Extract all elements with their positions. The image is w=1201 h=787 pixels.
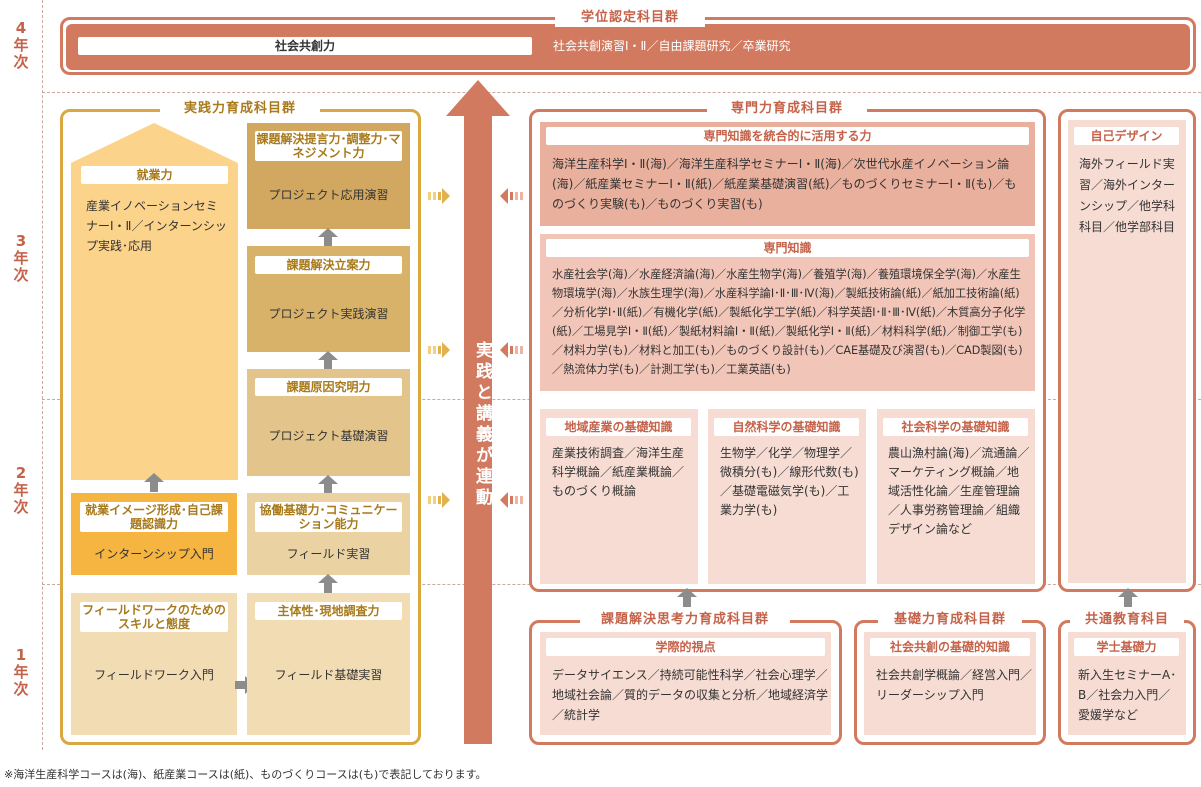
- year-divider-4-3: [42, 92, 1201, 93]
- employ-text: 産業イノベーションセミナーⅠ・Ⅱ／インターンシップ実践･応用: [86, 199, 227, 253]
- self-text: 海外フィールド実習／海外インターンシップ／他学科科目／他学部科目: [1079, 157, 1176, 234]
- up-arrow-icon: [144, 473, 164, 482]
- integrate-text: 海洋生産科学Ⅰ・Ⅱ(海)／海洋生産科学セミナーⅠ・Ⅱ(海)／次世代水産イノベーシ…: [552, 157, 1017, 211]
- up-arrow-icon: [1118, 588, 1138, 597]
- collab-text: フィールド実習: [286, 547, 371, 561]
- up-arrow-stem: [683, 597, 691, 607]
- regional-text: 産業技術調査／海洋生産科学概論／紙産業概論／ものづくり概論: [552, 446, 685, 498]
- thinking-text: データサイエンス／持続可能性科学／社会心理学／地域社会論／質的データの収集と分析…: [552, 668, 829, 722]
- up-arrow-icon: [318, 351, 338, 360]
- collab-title: 協働基礎力･コミュニケーション能力: [255, 502, 402, 532]
- plan-text: プロジェクト実践演習: [268, 307, 389, 321]
- up-arrow-icon: [318, 475, 338, 484]
- regional-box: [540, 409, 698, 584]
- basic-text: 社会共創学概論／経営入門／リーダーシップ入門: [876, 668, 1033, 702]
- social-box: [877, 409, 1035, 584]
- basic-box-title: 社会共創の基礎的知識: [870, 638, 1030, 656]
- knowledge-box: [540, 234, 1035, 391]
- degree-panel-title: 学位認定科目群: [555, 9, 705, 27]
- footnote: ※海洋生産科学コースは(海)、紙産業コースは(紙)、ものづくりコースは(も)で表…: [4, 768, 487, 781]
- center-arrow-label: 実践と講義が連動: [472, 341, 492, 509]
- employ-arrow-shape: [71, 123, 238, 480]
- plan-title: 課題解決立案力: [255, 256, 402, 274]
- up-arrow-icon: [318, 228, 338, 237]
- image-title: 就業イメージ形成･自己課題認識力: [80, 502, 228, 532]
- self-title: 自己デザイン: [1074, 127, 1179, 145]
- basic-panel-title: 基礎力育成科目群: [878, 611, 1022, 629]
- common-text: 新入生セミナーA･B／社会力入門／愛媛学など: [1078, 668, 1177, 722]
- image-text: インターンシップ入門: [94, 547, 214, 561]
- up-arrow-stem: [324, 237, 332, 246]
- common-panel-title: 共通教育科目: [1070, 611, 1184, 629]
- center-up-arrow-icon: [446, 80, 510, 744]
- specialty-connector-icon: [500, 492, 523, 508]
- fieldskill-text: フィールドワーク入門: [94, 668, 214, 682]
- up-arrow-stem: [1124, 597, 1132, 607]
- social-title: 社会科学の基礎知識: [883, 418, 1028, 436]
- self-box: [1068, 120, 1186, 583]
- specialty-connector-icon: [500, 188, 523, 204]
- specialty-connector-icon: [500, 342, 523, 358]
- up-arrow-stem: [324, 583, 332, 593]
- practice-connector-icon: [428, 342, 450, 358]
- up-arrow-stem: [150, 482, 158, 492]
- proposal-title: 課題解決提言力･調整力･マネジメント力: [255, 131, 402, 161]
- practice-connector-icon: [428, 492, 450, 508]
- practice-connector-icon: [428, 188, 450, 204]
- knowledge-text: 水産社会学(海)／水産経済論(海)／水産生物学(海)／養殖学(海)／養殖環境保全…: [552, 268, 1026, 376]
- regional-title: 地域産業の基礎知識: [546, 418, 691, 436]
- thinking-box-title: 学際的視点: [546, 638, 825, 656]
- degree-courses: 社会共創演習Ⅰ・Ⅱ／自由課題研究／卒業研究: [553, 39, 791, 53]
- natural-text: 生物学／化学／物理学／微積分(も)／線形代数(も)／基礎電磁気学(も)／工業力学…: [720, 446, 859, 517]
- cause-text: プロジェクト基礎演習: [268, 429, 389, 443]
- knowledge-title: 専門知識: [546, 239, 1029, 257]
- practice-panel-title: 実践力育成科目群: [160, 100, 320, 118]
- fieldskill-title: フィールドワークのためのスキルと態度: [80, 602, 228, 632]
- thinking-panel-title: 課題解決思考力育成科目群: [580, 611, 790, 629]
- up-arrow-stem: [324, 360, 332, 369]
- common-box-title: 学士基礎力: [1074, 638, 1179, 656]
- year-column-divider: [42, 0, 43, 750]
- natural-title: 自然科学の基礎知識: [714, 418, 859, 436]
- employ-title: 就業力: [81, 166, 228, 184]
- integrate-title: 専門知識を統合的に活用する力: [546, 127, 1029, 145]
- proposal-text: プロジェクト応用演習: [268, 188, 389, 202]
- specialty-panel-title: 専門力育成科目群: [707, 100, 867, 118]
- degree-label: 社会共創力: [78, 37, 532, 55]
- up-arrow-icon: [318, 574, 338, 583]
- cause-title: 課題原因究明力: [255, 378, 402, 396]
- natural-box: [708, 409, 866, 584]
- up-arrow-icon: [677, 588, 697, 597]
- subject-title: 主体性･現地調査力: [255, 602, 402, 620]
- social-text: 農山漁村論(海)／流通論／マーケティング概論／地域活性化論／生産管理論／人事労務…: [888, 446, 1030, 536]
- subject-text: フィールド基礎実習: [274, 668, 383, 682]
- up-arrow-stem: [324, 484, 332, 493]
